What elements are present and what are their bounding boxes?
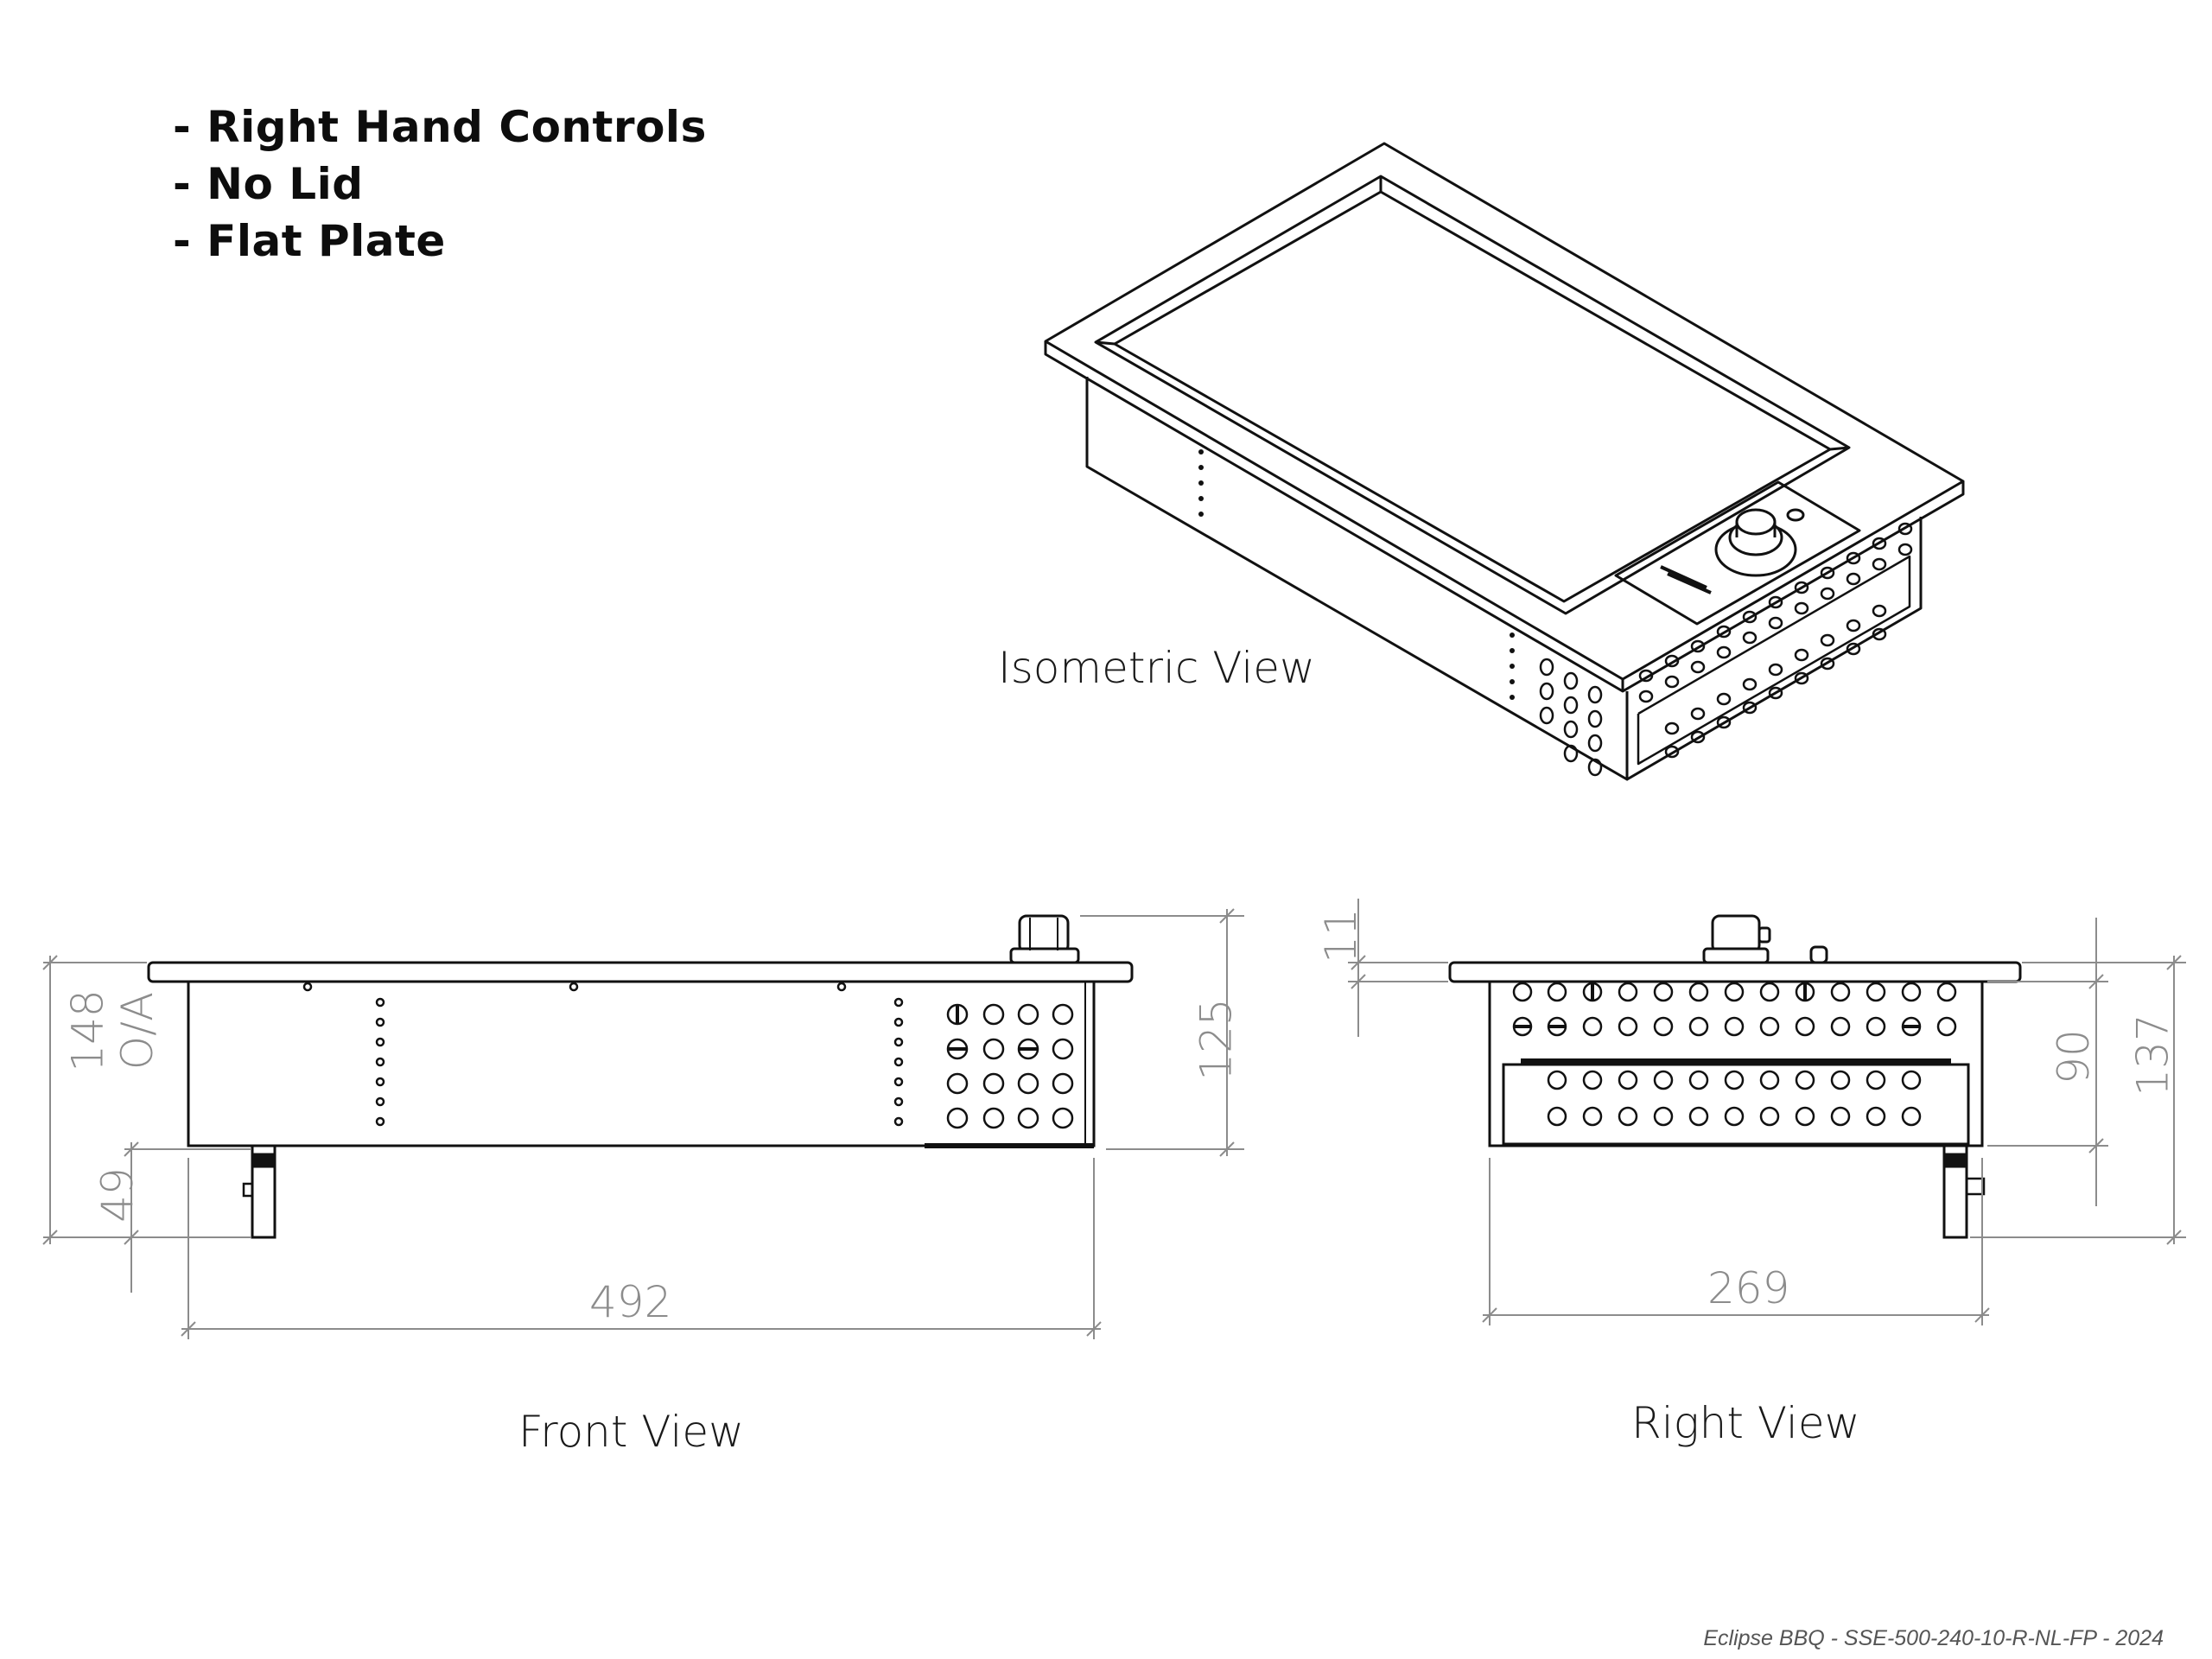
front-leg [251,1144,276,1239]
front-body [187,980,1096,1147]
iso-right-vents [1638,522,1913,759]
isometric-view-label: Isometric View [998,643,1315,693]
iso-side-dots [1198,449,1515,700]
dim-right-body: 90 [2048,1029,2099,1084]
right-top-plate [1448,961,2022,983]
iso-body-right [1626,517,1923,781]
drawing-footer: Eclipse BBQ - SSE-500-240-10-R-NL-FP - 2… [1703,1626,2164,1650]
right-knob [1711,914,1761,954]
dim-leg-height: 49 [92,1167,143,1223]
front-top-plate [147,961,1134,983]
iso-body-front [1085,377,1629,781]
note-right-hand-controls: - Right Hand Controls [173,102,707,152]
iso-control-panel [1614,480,1861,626]
iso-front-vents [1539,658,1603,777]
right-view [1448,914,2022,1239]
right-leg [1942,1144,1968,1239]
front-view [147,914,1134,1239]
dim-right-width: 269 [1707,1263,1790,1313]
dim-front-height: 125 [1191,998,1242,1081]
dim-right-overall: 137 [2127,1014,2178,1096]
dimension-lines [42,899,2186,1339]
front-dot-columns [375,997,904,1127]
note-flat-plate: - Flat Plate [173,216,446,266]
right-vent-grid [1512,982,1957,1127]
front-knob [1018,914,1070,954]
isometric-view [1044,142,1965,781]
right-body [1488,980,1984,1147]
dim-top-thickness: 11 [1315,908,1366,963]
iso-side-drawer [1637,555,1911,766]
note-no-lid: - No Lid [173,159,364,209]
front-view-label: Front View [518,1407,745,1457]
dim-overall-height: 148 [62,989,113,1072]
dim-overall-suffix: O/A [112,991,163,1071]
right-drawer [1502,1063,1970,1146]
front-vent-grid [946,1003,1074,1129]
right-view-label: Right View [1631,1398,1860,1448]
dim-front-width: 492 [589,1277,672,1327]
